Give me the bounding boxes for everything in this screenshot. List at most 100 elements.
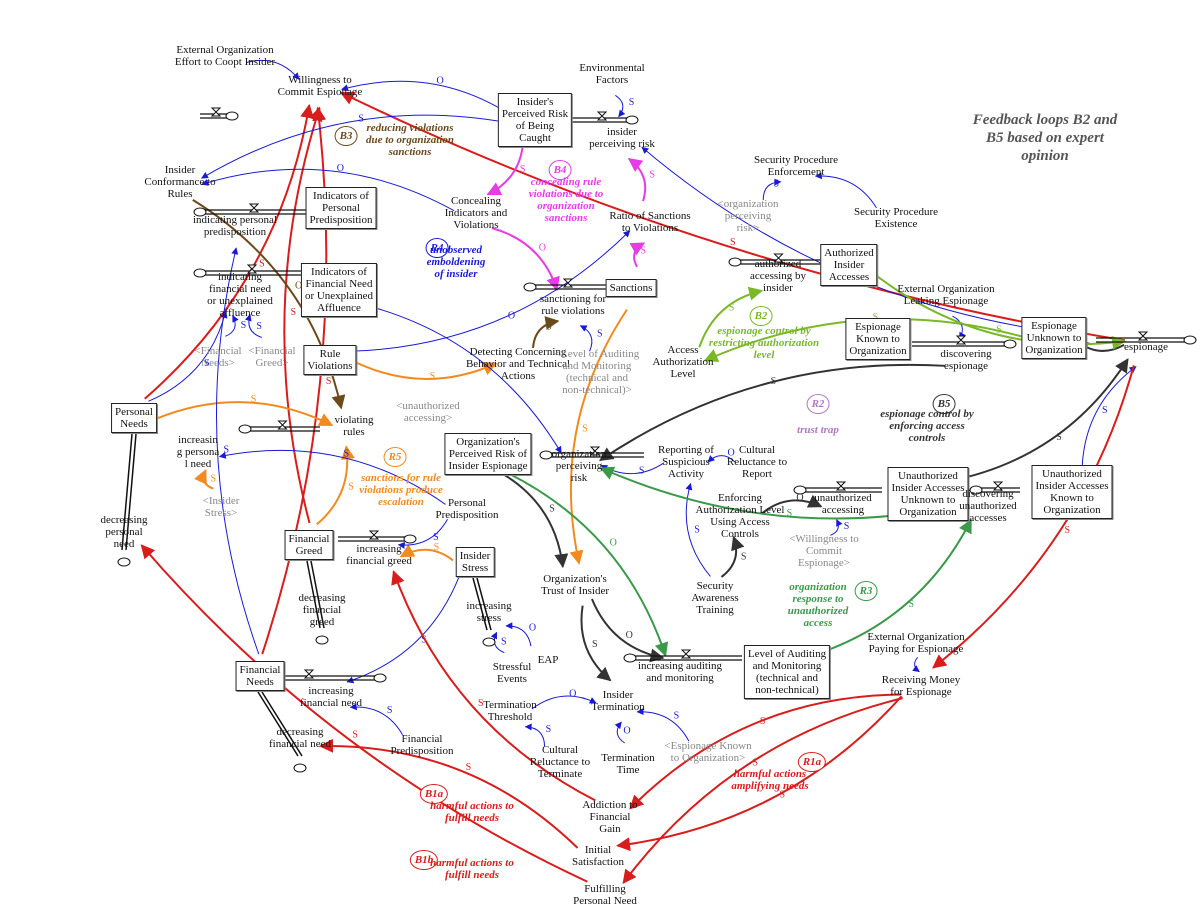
link-polarity: S (224, 445, 230, 456)
link-receiving_money-to-addiction (629, 693, 901, 810)
loop-id-badge: B5 (932, 394, 956, 414)
node-org-perc-risk-ref: <organization perceiving risk> (717, 198, 779, 234)
node-ext-paying: External Organization Paying for Espiona… (867, 631, 965, 655)
link-polarity: S (730, 237, 736, 248)
node-org-perceiving-risk: organization perceiving risk (551, 448, 607, 484)
link-insider_stress-to-increasing_fn (346, 576, 460, 684)
node-increasing-aud: increasing auditing and monitoring (637, 660, 723, 684)
node-insider-stress-ref: <Insider Stress> (202, 495, 240, 519)
loop-label: espionage control by enforcing access co… (880, 408, 974, 444)
loop-id-badge: R5 (383, 447, 407, 467)
node-cultural-term: Cultural Reluctance to Terminate (529, 744, 591, 780)
link-level_aud-to-discovering_unauth (803, 518, 972, 659)
loop-id-badge: R2 (806, 394, 830, 414)
cloud-icon (625, 115, 639, 125)
link-concealing-to-sanctioning (491, 227, 560, 292)
cloud-icon (1003, 339, 1017, 349)
link-receiving_money-to-fulfilling (622, 697, 903, 884)
node-rule-violations: Rule Violations (303, 345, 357, 375)
link-polarity: S (729, 302, 735, 313)
link-polarity: S (256, 321, 262, 332)
link-level_aud_ref-to-sanctioning (579, 325, 593, 352)
cloud-icon (225, 111, 239, 121)
link-polarity: S (629, 97, 635, 108)
link-eap-to-increasing_stress (505, 622, 532, 647)
link-polarity: S (674, 710, 680, 721)
valve-icon (368, 530, 380, 540)
node-detecting: Detecting Concerning Behavior and Techni… (465, 346, 571, 382)
node-esp-known: Espionage Known to Organization (845, 318, 911, 360)
valve-icon (589, 446, 601, 456)
loop-id-badge: B2 (749, 306, 773, 326)
node-unauth-known: Unauthorized Insider Accesses Known to O… (1031, 465, 1113, 519)
node-level-aud-ref: <Level of Auditing and Monitoring (techn… (554, 348, 640, 396)
node-increasing-fn: increasing financial need (300, 685, 362, 709)
stock-flow-pipe (310, 560, 325, 629)
node-insider-term: Insider Termination (591, 689, 645, 713)
node-receiving-money: Receiving Money for Espionage (881, 674, 961, 698)
link-polarity: O (610, 538, 617, 549)
cloud-icon (293, 763, 307, 773)
valve-icon (1137, 331, 1149, 341)
link-discovering_esp-to-org_perceiving_risk (599, 363, 945, 462)
stock-flow-pipe (261, 691, 303, 757)
link-org_perc_risk_esp-to-increasing_aud (502, 469, 669, 657)
link-polarity: S (546, 322, 552, 333)
stock-flow-pipe (476, 577, 492, 631)
cloud-icon (623, 653, 637, 663)
link-polarity: O (539, 242, 546, 253)
node-unauth-acc-ref: <unauthorized accessing> (396, 400, 460, 424)
link-polarity: O (437, 76, 444, 87)
node-access-auth: Access Authorization Level (652, 344, 714, 380)
link-personal_needs-to-indicating_fin (148, 310, 228, 402)
cloud-icon (193, 268, 207, 278)
valve-icon (680, 649, 692, 659)
link-polarity: S (741, 551, 747, 562)
link-polarity: S (592, 639, 598, 650)
loop-id-badge: B4 (548, 160, 572, 180)
link-polarity: O (626, 630, 633, 641)
node-violating-rules: violating rules (334, 414, 374, 438)
node-financial-needs: Financial Needs (235, 661, 285, 691)
node-indicating-personal: indicating personal predisposition (192, 214, 278, 238)
link-sec_proc_exist-to-sec_proc_enf (814, 172, 877, 209)
cloud-icon (1183, 335, 1197, 345)
node-ext-leaking: External Organization Leaking Espionage (897, 283, 995, 307)
valve-icon (210, 107, 222, 117)
node-fulfilling: Fulfilling Personal Need (573, 883, 637, 907)
loop-label: harmful actions to fulfill needs (430, 800, 514, 824)
link-polarity: S (752, 757, 758, 768)
cloud-icon (193, 207, 207, 217)
stock-flow-pipe (257, 691, 299, 757)
cloud-icon (539, 450, 553, 460)
stock-flow-pipe (306, 560, 321, 629)
node-esp-known-ref: <Espionage Known to Organization> (664, 740, 752, 764)
link-sanctions-to-org_trust (569, 309, 628, 565)
link-ext_paying-to-receiving_money (912, 657, 920, 673)
node-willingness: Willingness to Commit Espionage (277, 74, 363, 98)
cloud-icon (315, 635, 329, 645)
node-indicators-personal: Indicators of Personal Predisposition (305, 187, 377, 229)
valve-icon (246, 264, 258, 274)
link-polarity: S (771, 376, 777, 387)
loop-id-badge: R4 (425, 238, 449, 258)
link-financial_greed-to-violating_rules (316, 445, 355, 526)
link-polarity: S (996, 325, 1002, 336)
node-cultural-report: Cultural Reluctance to Report (726, 444, 788, 480)
link-polarity: S (873, 312, 879, 323)
link-polarity: S (259, 259, 265, 270)
link-rule_violations-to-ratio_sanctions (350, 230, 631, 352)
link-polarity: S (760, 716, 766, 727)
node-discovering-esp: discovering espionage (940, 348, 992, 372)
node-esp-unknown: Espionage Unknown to Organization (1021, 317, 1087, 359)
link-fin_predisp-to-increasing_fn (349, 703, 403, 735)
link-polarity: O (569, 688, 576, 699)
link-polarity: S (549, 504, 555, 515)
link-polarity: S (291, 307, 297, 318)
link-polarity: O (623, 725, 630, 736)
node-fin-greed-ref: <Financial Greed> (248, 345, 296, 369)
link-polarity: S (387, 705, 393, 716)
link-authorized_accesses-to-espionage (869, 270, 1127, 350)
